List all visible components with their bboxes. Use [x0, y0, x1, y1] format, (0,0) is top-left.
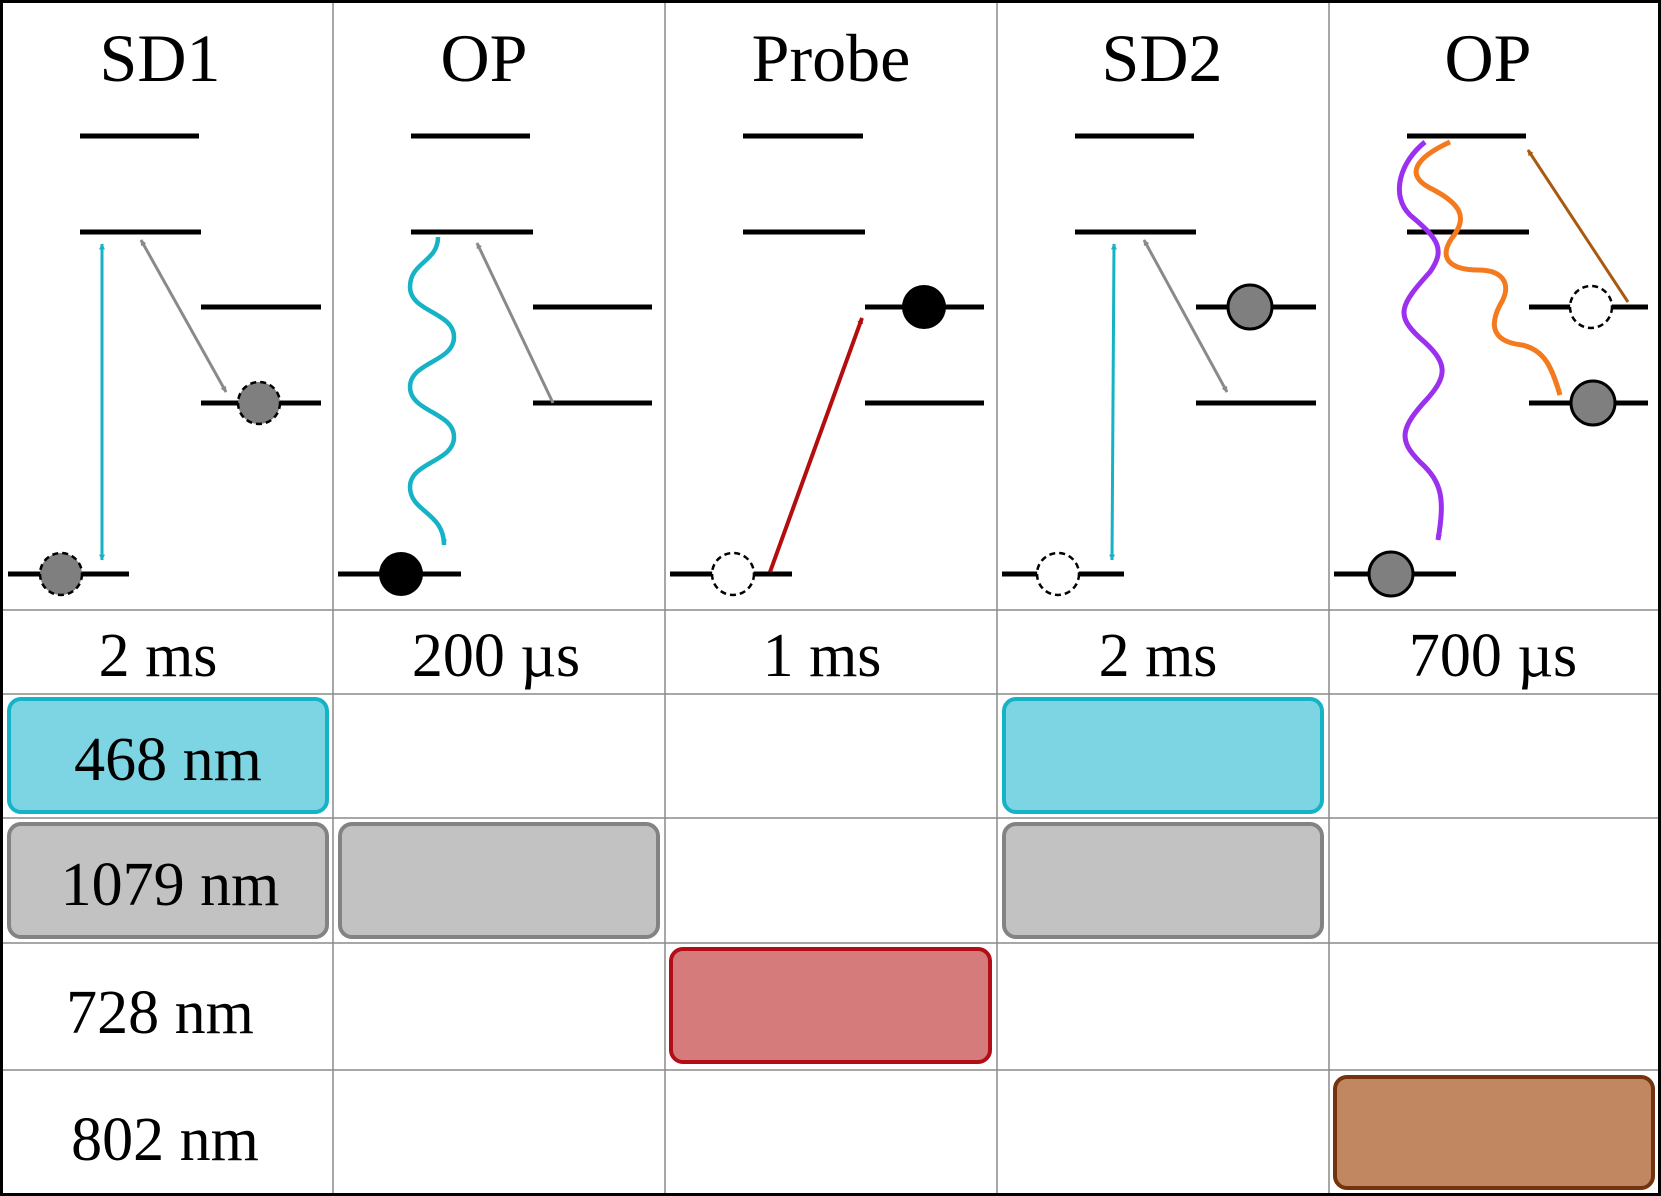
- panel-sd2: [1002, 133, 1316, 597]
- laser-label-1079: 1079 nm: [61, 851, 280, 919]
- energy-levels-op-2: [1334, 133, 1648, 577]
- atom-ground-sd2: [1035, 551, 1081, 597]
- atom-ground-op-2: [1367, 550, 1415, 598]
- atom-ground-op: [379, 552, 423, 596]
- decay-wave-orange: [1413, 139, 1563, 396]
- pulse-1079-sd1: [7, 822, 329, 939]
- arrow-728-probe: [768, 317, 864, 573]
- atom-lower-op-2: [1569, 379, 1617, 427]
- atom-lower-sd1: [236, 380, 282, 426]
- energy-levels-op: [338, 133, 652, 577]
- atom-ground-sd1: [38, 551, 84, 597]
- energy-levels-sd2: [1002, 133, 1316, 577]
- laser-728-row: 728 nm: [66, 947, 992, 1064]
- laser-802-row: 802 nm: [71, 1075, 1655, 1190]
- atom-upper-probe: [902, 285, 946, 329]
- arrow-802-op: [1526, 149, 1630, 303]
- energy-levels-sd1: [8, 133, 321, 577]
- laser-468-row: 468 nm: [7, 697, 1324, 814]
- pulse-802-op: [1333, 1075, 1655, 1190]
- col-duration-op: 200 µs: [412, 622, 580, 690]
- laser-label-468: 468 nm: [74, 726, 262, 794]
- atom-upper-sd2: [1226, 283, 1274, 331]
- col-title-op-2: OP: [1445, 20, 1532, 96]
- laser-label-802: 802 nm: [71, 1106, 259, 1174]
- col-title-sd1: SD1: [100, 20, 221, 96]
- col-title-probe: Probe: [752, 20, 911, 96]
- pulse-728-probe: [669, 947, 992, 1064]
- col-title-sd2: SD2: [1102, 20, 1223, 96]
- arrow-1079-op: [475, 242, 555, 404]
- atom-ground-probe: [710, 551, 756, 597]
- panel-probe: [670, 133, 984, 597]
- panel-op: [338, 133, 652, 596]
- decay-wave-op: [407, 236, 457, 546]
- col-duration-op-2: 700 µs: [1409, 622, 1577, 690]
- arrow-1079-sd1: [139, 239, 228, 393]
- panel-sd1: [8, 133, 321, 597]
- col-duration-sd2: 2 ms: [1099, 622, 1218, 690]
- col-duration-probe: 1 ms: [763, 622, 882, 690]
- col-duration-sd1: 2 ms: [99, 622, 218, 690]
- pulse-468-sd1: [7, 697, 329, 814]
- pulse-1079-sd2: [1002, 822, 1324, 939]
- pulse-1079-op: [338, 822, 660, 939]
- decay-wave-purple: [1396, 140, 1445, 541]
- laser-1079-row: 1079 nm: [7, 822, 1324, 939]
- arrow-1079-sd2: [1142, 239, 1229, 393]
- pulse-468-sd2: [1002, 697, 1324, 814]
- laser-label-728: 728 nm: [66, 979, 254, 1047]
- energy-levels-probe: [670, 133, 984, 577]
- atom-upper-op-2: [1568, 284, 1614, 330]
- arrow-468-sd2: [1109, 243, 1117, 561]
- panel-op-2: [1334, 133, 1648, 598]
- col-title-op: OP: [441, 20, 528, 96]
